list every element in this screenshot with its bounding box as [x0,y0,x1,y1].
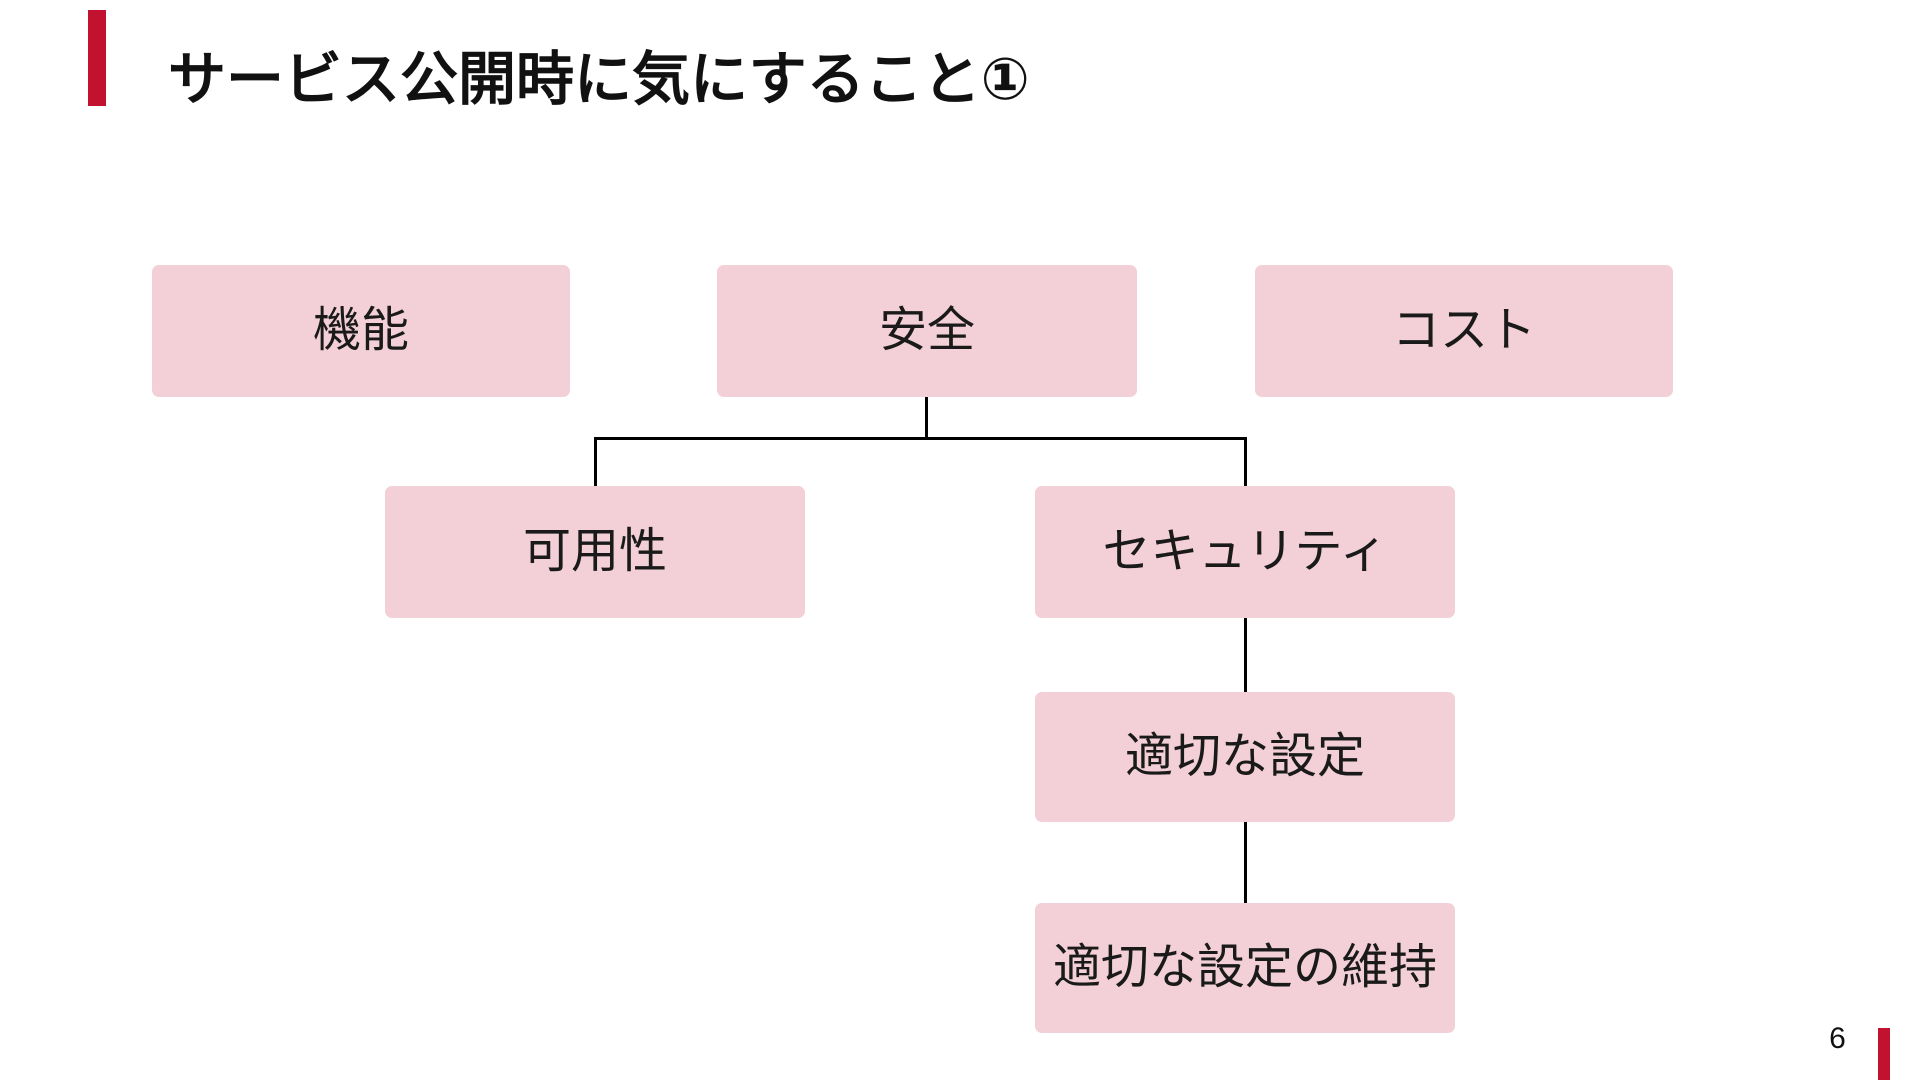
connector-branch-horizontal [594,437,1247,440]
node-maintain-config: 適切な設定の維持 [1035,903,1455,1033]
connector-drop-availability [594,437,597,487]
node-safety-label: 安全 [878,304,975,357]
node-security-label: セキュリティ [1102,525,1388,578]
node-cost-label: コスト [1391,304,1536,357]
connector-security-to-config [1244,618,1247,693]
node-proper-config-label: 適切な設定 [1124,730,1365,783]
node-cost: コスト [1255,265,1673,397]
title-accent-bar [88,10,106,106]
footer-accent-bar [1878,1028,1890,1080]
node-maintain-config-label: 適切な設定の維持 [1052,941,1437,994]
node-availability: 可用性 [385,486,805,618]
node-feature-label: 機能 [312,304,409,357]
connector-config-to-maintain [1244,822,1247,904]
node-proper-config: 適切な設定 [1035,692,1455,822]
slide-title: サービス公開時に気にすること① [168,47,1030,112]
page-number: 6 [1829,1022,1846,1055]
node-safety: 安全 [717,265,1137,397]
node-feature: 機能 [152,265,570,397]
connector-safety-stem [925,397,928,439]
node-security: セキュリティ [1035,486,1455,618]
connector-drop-security [1244,437,1247,487]
node-availability-label: 可用性 [522,525,667,578]
